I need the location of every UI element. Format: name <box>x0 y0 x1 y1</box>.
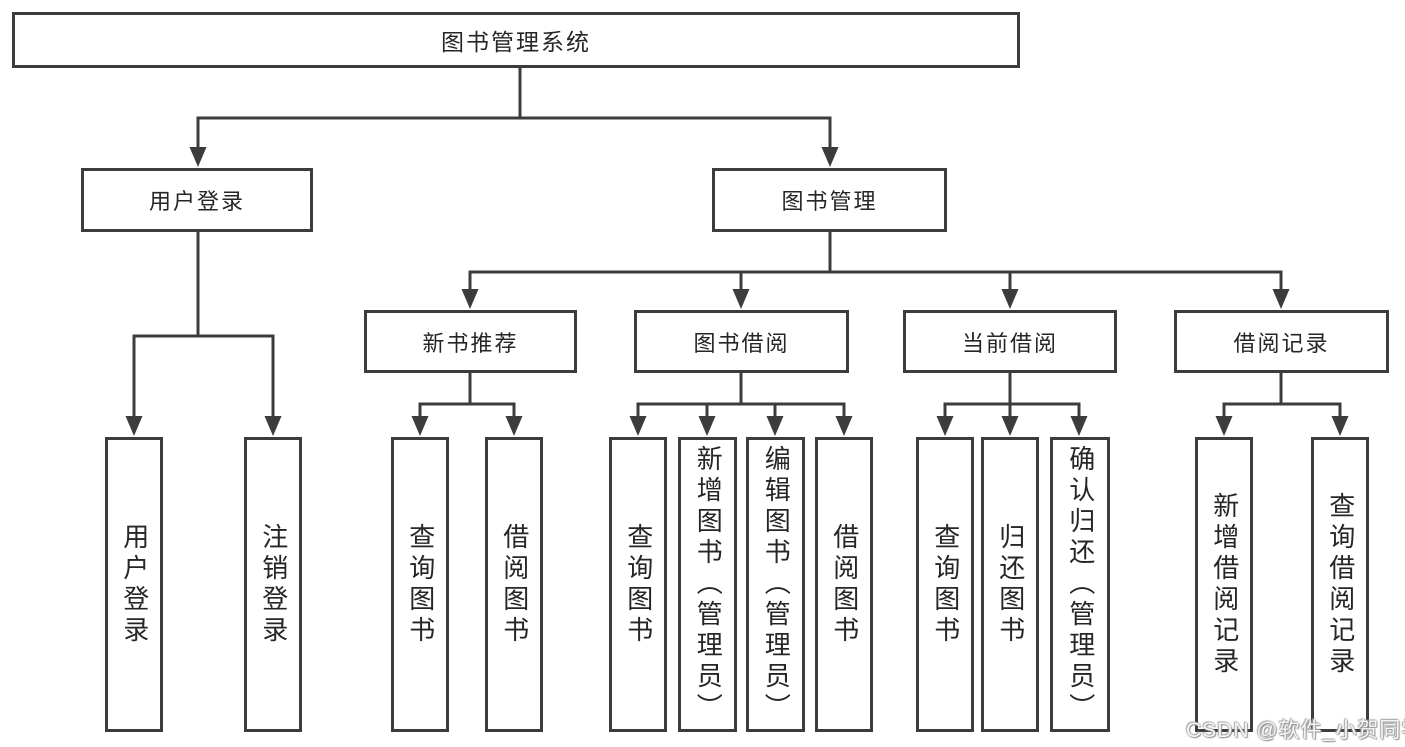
node-user-login: 用户登录 <box>81 168 313 232</box>
node-book-borrow: 图书借阅 <box>634 310 849 373</box>
leaf-borrow-books-label: 借阅图书 <box>829 522 860 647</box>
leaf-add-books-admin-label: 新增图书（管理员） <box>693 445 724 724</box>
leaf-recommend-query-books-label: 查询图书 <box>405 522 436 647</box>
leaf-confirm-return-admin: 确认归还（管理员） <box>1050 437 1110 732</box>
leaf-edit-books-admin-label: 编辑图书（管理员） <box>761 445 792 724</box>
leaf-recommend-query-books: 查询图书 <box>391 437 449 732</box>
leaf-return-books-label: 归还图书 <box>995 522 1026 647</box>
leaf-recommend-borrow-books-label: 借阅图书 <box>499 522 530 647</box>
leaf-logout-label: 注销登录 <box>258 522 289 647</box>
node-borrow-records: 借阅记录 <box>1174 310 1389 373</box>
leaf-user-login: 用户登录 <box>105 437 163 732</box>
node-new-book-recommend: 新书推荐 <box>364 310 577 373</box>
leaf-recommend-borrow-books: 借阅图书 <box>485 437 543 732</box>
watermark: CSDN @软件_小贺同学 <box>1186 719 1405 742</box>
node-current-borrow: 当前借阅 <box>903 310 1117 373</box>
leaf-query-borrow-record: 查询借阅记录 <box>1311 437 1369 732</box>
leaf-query-borrow-record-label: 查询借阅记录 <box>1325 491 1356 678</box>
node-borrow-records-label: 借阅记录 <box>1233 330 1330 356</box>
leaf-user-login-label: 用户登录 <box>119 522 150 647</box>
leaf-borrow-query-books: 查询图书 <box>609 437 667 732</box>
leaf-add-borrow-record-label: 新增借阅记录 <box>1209 491 1240 678</box>
leaf-confirm-return-admin-label: 确认归还（管理员） <box>1065 445 1096 724</box>
leaf-logout: 注销登录 <box>244 437 302 732</box>
leaf-borrow-query-books-label: 查询图书 <box>623 522 654 647</box>
node-root: 图书管理系统 <box>12 12 1020 68</box>
leaf-return-books: 归还图书 <box>981 437 1039 732</box>
node-current-borrow-label: 当前借阅 <box>961 330 1058 356</box>
node-book-mgmt-label: 图书管理 <box>781 189 878 214</box>
node-book-borrow-label: 图书借阅 <box>693 330 790 356</box>
node-root-label: 图书管理系统 <box>441 29 591 55</box>
node-user-login-label: 用户登录 <box>148 189 245 214</box>
leaf-add-borrow-record: 新增借阅记录 <box>1195 437 1253 732</box>
node-book-mgmt: 图书管理 <box>712 168 947 232</box>
node-new-book-recommend-label: 新书推荐 <box>422 330 519 356</box>
leaf-borrow-books: 借阅图书 <box>815 437 873 732</box>
leaf-add-books-admin: 新增图书（管理员） <box>678 437 737 732</box>
leaf-current-query-books-label: 查询图书 <box>930 522 961 647</box>
leaf-current-query-books: 查询图书 <box>916 437 974 732</box>
leaf-edit-books-admin: 编辑图书（管理员） <box>746 437 805 732</box>
